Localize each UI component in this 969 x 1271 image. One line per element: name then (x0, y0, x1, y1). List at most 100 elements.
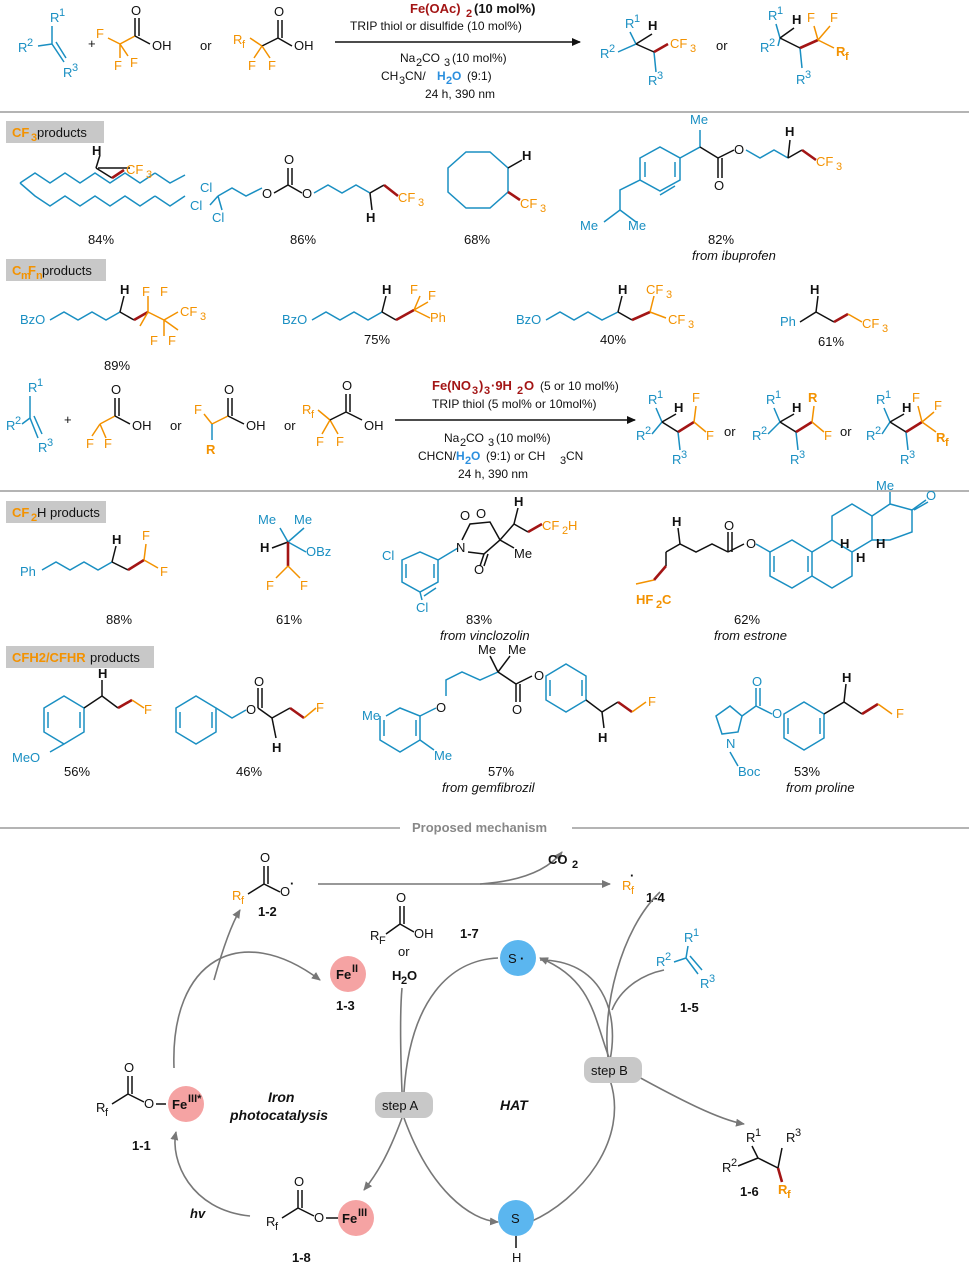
svg-text:O: O (436, 700, 446, 715)
svg-text:F: F (896, 706, 904, 721)
svg-text:from ibuprofen: from ibuprofen (692, 248, 776, 263)
svg-text:H: H (792, 12, 801, 27)
svg-text:F: F (316, 434, 324, 449)
svg-text:R: R (302, 402, 311, 417)
svg-text:CF: CF (398, 190, 415, 205)
svg-text:3: 3 (681, 449, 687, 461)
svg-text:R: R (672, 452, 681, 467)
svg-text:3: 3 (657, 70, 663, 82)
svg-text:f: f (845, 51, 849, 63)
svg-text:F: F (300, 578, 308, 593)
svg-text:68%: 68% (464, 232, 490, 247)
svg-text:): ) (479, 378, 483, 393)
svg-text:·9H: ·9H (491, 378, 512, 393)
svg-text:(10 mol%): (10 mol%) (452, 51, 507, 65)
svg-text:2: 2 (401, 975, 407, 987)
svg-text:Boc: Boc (738, 764, 761, 779)
svg-text:3: 3 (200, 311, 206, 323)
svg-text:H: H (512, 1250, 521, 1265)
svg-text:61%: 61% (818, 334, 844, 349)
svg-text:O: O (512, 702, 522, 717)
svg-text:1-3: 1-3 (336, 998, 355, 1013)
svg-text:O: O (246, 702, 256, 717)
svg-text:3: 3 (799, 449, 805, 461)
svg-text:H: H (672, 514, 681, 529)
svg-text:F: F (692, 390, 700, 405)
svg-text:1: 1 (657, 389, 663, 401)
svg-text:H: H (92, 143, 101, 158)
cfh2-product-4: N Boc O O H F 53% from proline (715, 670, 904, 795)
cf2h-product-1: Ph H F F 88% (20, 528, 168, 627)
svg-text:R: R (648, 73, 657, 88)
svg-text:89%: 89% (104, 358, 130, 373)
svg-text:H: H (785, 124, 794, 139)
svg-text:OH: OH (364, 418, 384, 433)
svg-text:O: O (396, 890, 406, 905)
svg-text:O: O (746, 536, 756, 551)
svg-text:3: 3 (31, 132, 37, 144)
svg-text:·: · (520, 951, 524, 966)
svg-text:2: 2 (562, 525, 568, 537)
svg-text:or: or (724, 424, 736, 439)
svg-text:or: or (840, 424, 852, 439)
svg-text:Me: Me (580, 218, 598, 233)
svg-text:H: H (842, 670, 851, 685)
svg-text:H: H (98, 666, 107, 681)
svg-text:CF: CF (862, 316, 879, 331)
svg-text:2: 2 (466, 8, 472, 20)
svg-text:from vinclozolin: from vinclozolin (440, 628, 530, 643)
svg-text:R: R (700, 976, 709, 991)
svg-text:Ph: Ph (20, 564, 36, 579)
svg-text:f: f (242, 39, 246, 51)
tfa-reagent: O OH F F F (96, 3, 172, 73)
svg-text:R: R (790, 452, 799, 467)
svg-text:N: N (456, 540, 465, 555)
svg-text:2: 2 (31, 512, 37, 524)
svg-text:H: H (618, 282, 627, 297)
svg-text:1-1: 1-1 (132, 1138, 151, 1153)
svg-text:CF: CF (670, 36, 687, 51)
svg-text:3: 3 (560, 455, 566, 467)
svg-text:1: 1 (37, 377, 43, 389)
svg-text:1: 1 (693, 927, 699, 939)
svg-text:Ph: Ph (430, 310, 446, 325)
svg-text:F: F (142, 284, 150, 299)
dfaa-reagent: F F O OH (86, 382, 152, 451)
svg-text:H: H (810, 282, 819, 297)
svg-text:R: R (936, 430, 946, 445)
svg-text:Me: Me (508, 642, 526, 657)
svg-text:3: 3 (146, 169, 152, 181)
svg-text:R: R (206, 442, 216, 457)
svg-text:O: O (111, 382, 121, 397)
svg-text:R: R (876, 392, 885, 407)
svg-text:Me: Me (362, 708, 380, 723)
svg-text:O: O (452, 69, 461, 83)
svg-text:Me: Me (434, 748, 452, 763)
svg-text:3: 3 (709, 973, 715, 985)
svg-text:MeO: MeO (12, 750, 40, 765)
svg-text:or: or (284, 418, 296, 433)
svg-text:O: O (302, 186, 312, 201)
cmfn-product-2: BzO H F F Ph 75% (282, 282, 446, 347)
svg-text:Na: Na (400, 51, 416, 65)
svg-text:2: 2 (761, 425, 767, 437)
svg-text:O: O (124, 1060, 134, 1075)
svg-text:O: O (284, 152, 294, 167)
cf2h-section-label (6, 501, 106, 523)
svg-text:2: 2 (15, 415, 21, 427)
svg-text:CF: CF (126, 162, 143, 177)
svg-text:O: O (294, 1174, 304, 1189)
svg-text:Me: Me (690, 112, 708, 127)
svg-text:R: R (38, 440, 47, 455)
svg-text:F: F (428, 288, 436, 303)
or-text: or (200, 38, 212, 53)
svg-text:CHCN/: CHCN/ (418, 449, 457, 463)
